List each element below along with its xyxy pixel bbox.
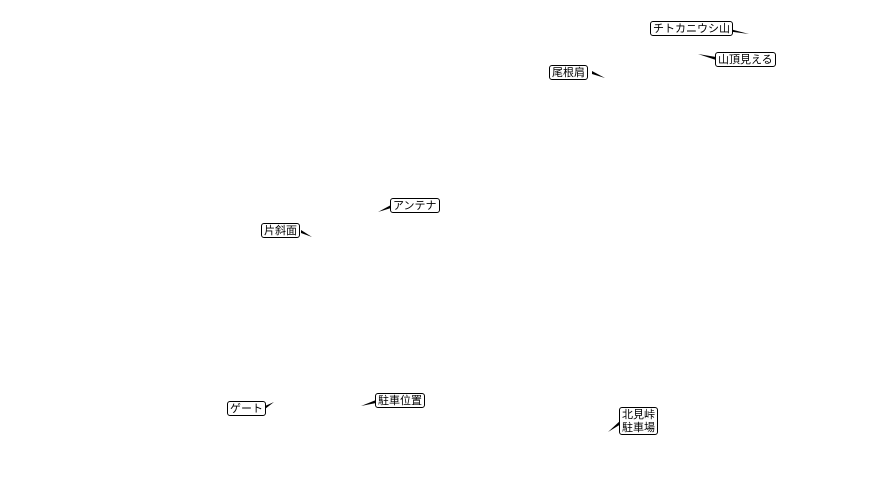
map-label-text: 尾根肩: [552, 66, 585, 79]
map-label-text: ゲート: [230, 402, 263, 415]
map-label-text: アンテナ: [393, 199, 437, 212]
map-label-chitokaniushi[interactable]: チトカニウシ山: [650, 21, 733, 36]
leader-gate: [265, 402, 274, 409]
map-label-sancho-mieru[interactable]: 山頂見える: [715, 52, 776, 67]
map-label-chusha-ichi[interactable]: 駐車位置: [375, 393, 425, 408]
map-label-text: 駐車位置: [378, 394, 422, 407]
leader-kitami-toge: [608, 420, 621, 432]
map-label-text: 山頂見える: [718, 53, 773, 66]
map-label-gate[interactable]: ゲート: [227, 401, 266, 416]
leader-one-kata: [592, 71, 605, 78]
map-label-one-kata[interactable]: 尾根肩: [549, 65, 588, 80]
leader-chusha-ichi: [361, 400, 376, 406]
map-label-text-line2: 駐車場: [622, 421, 655, 434]
leader-kata-shamen: [301, 230, 312, 237]
leader-sancho-mieru: [698, 54, 716, 60]
leader-antenna: [378, 205, 391, 212]
map-label-kata-shamen[interactable]: 片斜面: [261, 223, 300, 238]
map-label-kitami-toge[interactable]: 北見峠 駐車場: [619, 407, 658, 435]
map-label-text: チトカニウシ山: [653, 22, 730, 35]
map-label-text-line1: 北見峠: [622, 408, 655, 421]
map-label-text: 片斜面: [264, 224, 297, 237]
map-label-antenna[interactable]: アンテナ: [390, 198, 440, 213]
